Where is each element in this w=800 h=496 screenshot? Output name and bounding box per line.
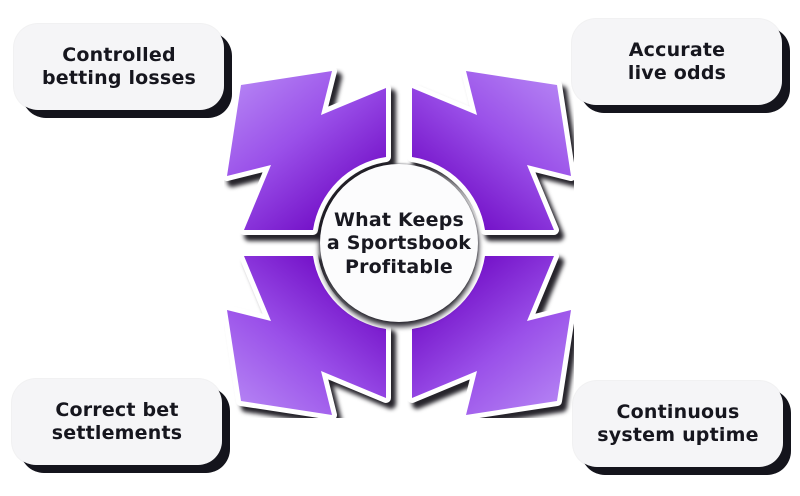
card-top-right: Accurate live odds xyxy=(572,19,782,105)
card-bottom-left-label: Correct bet settlements xyxy=(51,398,183,444)
card-bottom-right: Continuous system uptime xyxy=(573,381,783,467)
four-way-expand-arrows-graphic xyxy=(224,68,574,418)
card-top-left: Controlled betting losses xyxy=(14,24,224,110)
card-bottom-left: Correct bet settlements xyxy=(12,379,222,465)
diagram-title: What Keeps a Sportsbook Profitable xyxy=(326,209,472,278)
card-bottom-right-label: Continuous system uptime xyxy=(597,400,759,446)
card-top-right-label: Accurate live odds xyxy=(627,38,727,84)
center-circle xyxy=(320,164,478,322)
center-circle-label: What Keeps a Sportsbook Profitable xyxy=(289,199,509,289)
card-top-left-label: Controlled betting losses xyxy=(41,43,197,89)
